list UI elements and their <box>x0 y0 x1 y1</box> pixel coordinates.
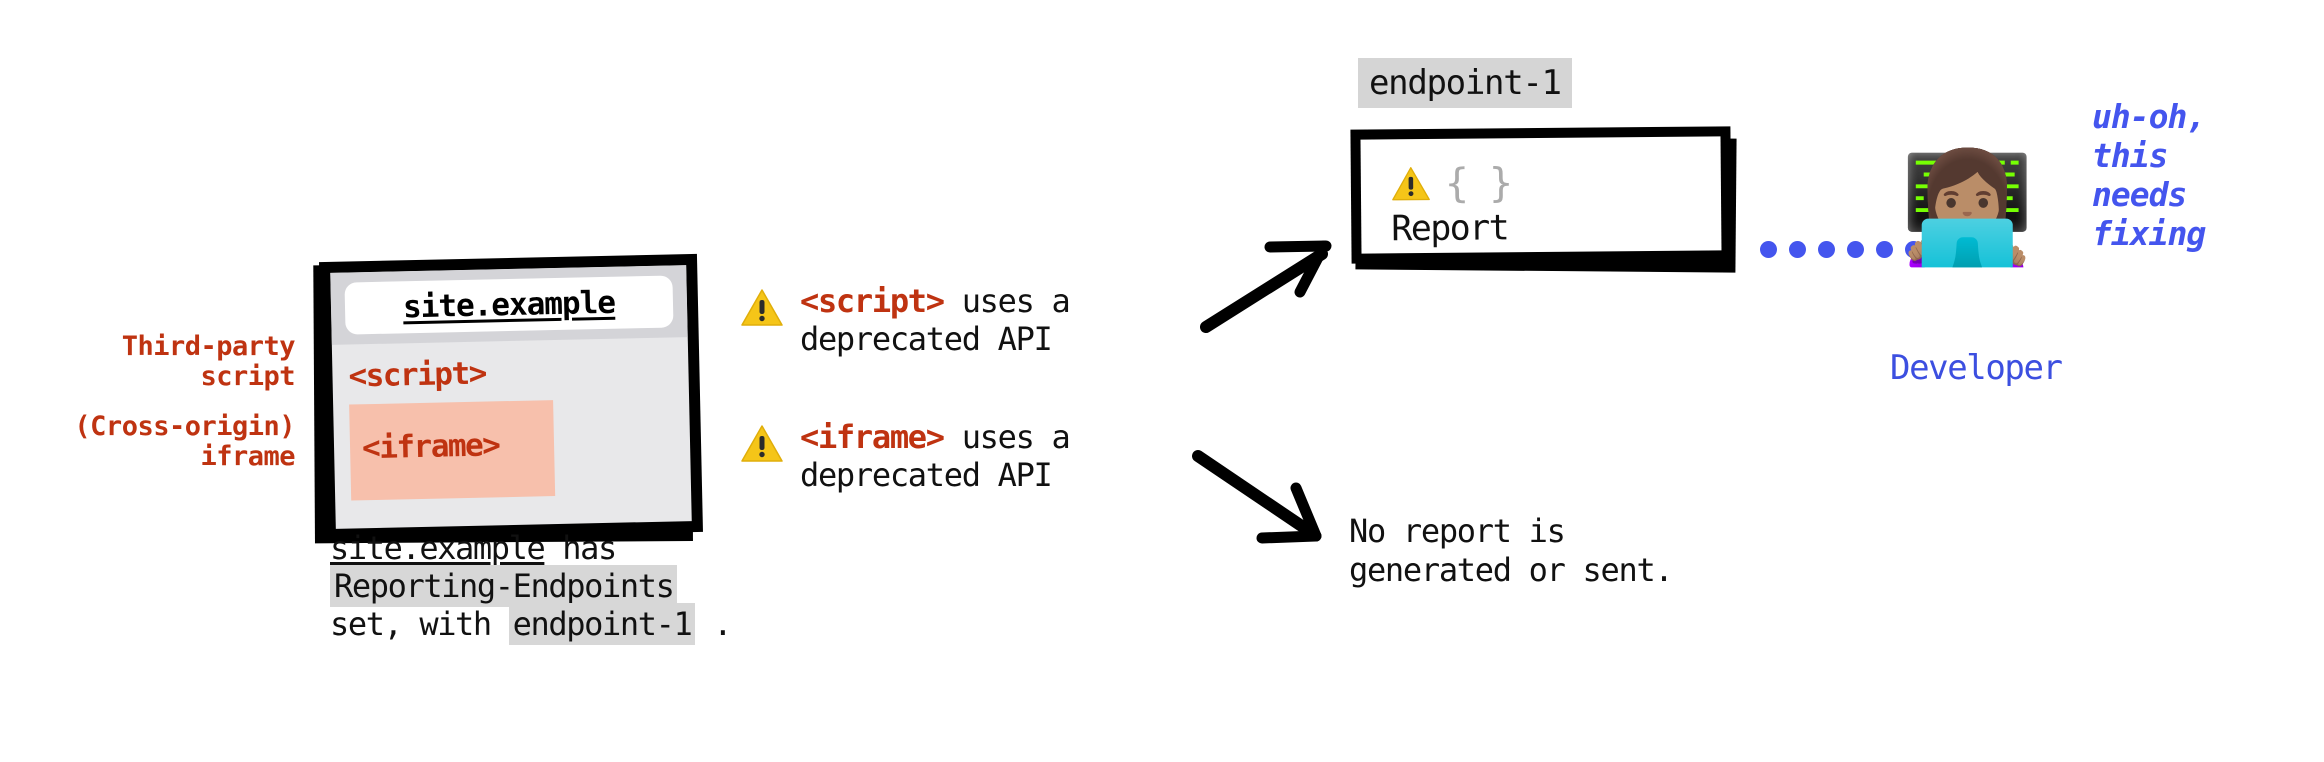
connector-dot <box>1789 241 1806 258</box>
caption-line-1: site.example has <box>330 529 950 568</box>
no-report-text: No report is generated or sent. <box>1349 512 1674 590</box>
warning-script-text: <script> uses a deprecated API <box>800 282 1071 359</box>
report-box-inner: { } Report <box>1360 136 1722 254</box>
cross-origin-iframe-label: (Cross-origin) iframe <box>74 411 295 473</box>
warning-row-iframe: <iframe> uses a deprecated API <box>740 418 1071 495</box>
connector-dot <box>1847 241 1864 258</box>
warning-script-tag: <script> <box>800 282 945 320</box>
caption-period: . <box>695 604 732 643</box>
warning-iframe-tag: <iframe> <box>800 418 945 456</box>
script-tag-text: <script> <box>348 355 487 395</box>
warning-script-rest: uses a deprecated API <box>800 282 1071 359</box>
arrow-to-no-report-icon <box>1192 450 1322 544</box>
warning-iframe-text: <iframe> uses a deprecated API <box>800 418 1071 495</box>
browser-chrome: site.example <script> <iframe> <box>330 265 692 529</box>
browser-window-frame: site.example <script> <iframe> <box>319 253 703 541</box>
caption-endpoint-chip: endpoint-1 <box>508 602 696 645</box>
caption-line-2: Reporting-Endpoints <box>330 564 950 607</box>
caption-has: has <box>544 529 617 567</box>
report-box: { } Report <box>1350 126 1737 273</box>
caption-line-3: set, with endpoint-1 . <box>330 602 950 645</box>
caption-set-with: set, with <box>330 604 509 643</box>
caption-site-name: site.example <box>330 529 546 567</box>
developer-quote: uh-oh, this needs fixing <box>2092 97 2206 253</box>
report-label: Report <box>1391 208 1509 250</box>
iframe-highlight-block: <iframe> <box>349 400 556 501</box>
connector-dot <box>1760 241 1777 258</box>
url-bar[interactable]: site.example <box>344 275 674 335</box>
arrow-to-report-icon <box>1200 240 1332 333</box>
report-icon-row: { } <box>1391 158 1721 207</box>
browser-window-mock: site.example <script> <iframe> <box>313 253 703 544</box>
endpoint-chip-label: endpoint-1 <box>1358 58 1572 108</box>
json-braces-icon: { } <box>1444 160 1512 207</box>
report-box-frame: { } Report <box>1350 126 1732 264</box>
warning-iframe-rest: uses a deprecated API <box>800 418 1071 495</box>
url-text: site.example <box>402 284 616 326</box>
warning-triangle-icon <box>740 422 784 466</box>
caption-header-chip: Reporting-Endpoints <box>330 564 678 607</box>
dotted-connector <box>1760 241 1922 258</box>
browser-toolbar: site.example <box>330 265 688 345</box>
warning-row-script: <script> uses a deprecated API <box>740 282 1071 359</box>
warning-triangle-icon <box>1391 164 1431 204</box>
warning-triangle-icon <box>740 286 784 330</box>
developer-label: Developer <box>1890 348 2063 388</box>
browser-caption: site.example has Reporting-Endpoints set… <box>330 529 950 645</box>
developer-avatar-icon: 👩🏽‍💻 <box>1900 146 2035 271</box>
browser-page-content: <script> <iframe> <box>332 337 691 501</box>
iframe-tag-text: <iframe> <box>361 427 500 467</box>
connector-dot <box>1905 241 1922 258</box>
connector-dot <box>1818 241 1835 258</box>
connector-dot <box>1876 241 1893 258</box>
third-party-script-label: Third-party script <box>121 331 296 393</box>
